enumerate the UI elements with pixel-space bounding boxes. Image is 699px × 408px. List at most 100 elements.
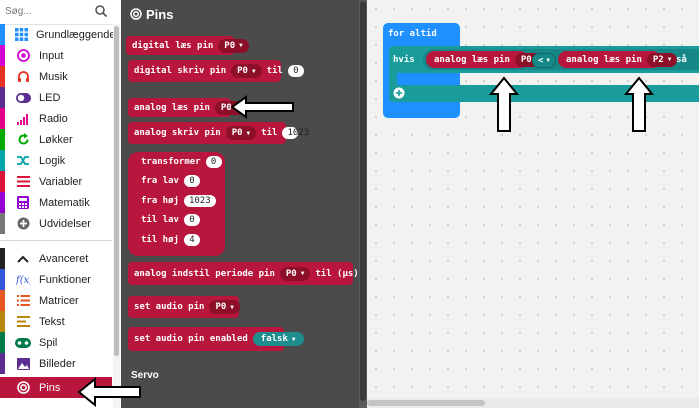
- category-math[interactable]: Matematik: [0, 192, 112, 213]
- category-arrays[interactable]: Matricer: [0, 290, 112, 311]
- category-label: Avanceret: [39, 252, 89, 265]
- block-label: digital læs pin: [132, 40, 214, 51]
- value-input[interactable]: 0: [183, 214, 200, 226]
- category-music[interactable]: Musik: [0, 66, 112, 87]
- category-basic[interactable]: Grundlæggende: [0, 24, 116, 45]
- category-led[interactable]: LED: [0, 87, 112, 108]
- block-label: set audio pin enabled: [134, 334, 248, 344]
- text-icon: [15, 314, 31, 330]
- plus-circle-icon: [15, 216, 31, 232]
- category-game[interactable]: Spil: [0, 332, 112, 353]
- category-input[interactable]: Input: [0, 45, 112, 66]
- then-label: så: [676, 55, 687, 65]
- headphones-icon: [15, 69, 31, 85]
- scrollbar-thumb[interactable]: [114, 26, 119, 356]
- block-digital-write[interactable]: digital skriv pin P0 til 0: [128, 60, 304, 82]
- to-label: til: [266, 66, 283, 76]
- loop-arrow-icon: [15, 132, 31, 148]
- pin-dropdown[interactable]: P2: [646, 52, 678, 67]
- boolean-dropdown[interactable]: falsk: [252, 332, 304, 346]
- category-text[interactable]: Tekst: [0, 311, 112, 332]
- shuffle-icon: [15, 153, 31, 169]
- category-radio[interactable]: Radio: [0, 108, 112, 129]
- block-set-audio-pin[interactable]: set audio pin P0: [128, 296, 240, 318]
- category-label: Input: [39, 49, 64, 62]
- pin-dropdown[interactable]: P0: [231, 64, 262, 78]
- value-input[interactable]: 1023: [282, 127, 309, 139]
- annotation-arrow-left-icon: [77, 377, 141, 407]
- block-label: analog skriv pin: [134, 128, 221, 138]
- block-digital-read[interactable]: digital læs pin P0: [126, 36, 249, 55]
- block-set-audio-enabled[interactable]: set audio pin enabled falsk: [128, 327, 304, 351]
- row-label: fra lav: [141, 176, 179, 186]
- toggle-icon: [15, 90, 31, 106]
- category-extensions[interactable]: Udvidelser: [0, 213, 112, 234]
- value-input[interactable]: 1023: [183, 195, 216, 207]
- calculator-icon: [15, 195, 31, 211]
- value-input[interactable]: 0: [183, 175, 200, 187]
- annotation-arrow-up-icon: [489, 76, 519, 132]
- pin-dropdown[interactable]: P0: [279, 266, 311, 281]
- block-analog-set-period[interactable]: analog indstil periode pin P0 til (µs) 2…: [128, 262, 396, 285]
- block-analog-read-right[interactable]: analog læs pin P2: [558, 51, 678, 68]
- divider: [0, 240, 112, 241]
- map-row-transform: transformer 0: [141, 156, 227, 168]
- category-label: Matematik: [39, 196, 90, 209]
- sidebar-scrollbar[interactable]: [113, 24, 120, 408]
- block-label: set audio pin: [134, 302, 205, 312]
- category-label: Spil: [39, 336, 58, 349]
- category-label: Matricer: [39, 294, 79, 307]
- search-icon[interactable]: [94, 4, 108, 18]
- scrollbar-thumb[interactable]: [360, 1, 366, 401]
- scrollbar-thumb[interactable]: [367, 400, 485, 406]
- value-input[interactable]: 0: [287, 65, 304, 77]
- toolbox-sidebar: Grundlæggende Input Musik LED Radio Løkk…: [0, 0, 122, 408]
- value-input[interactable]: 0: [205, 156, 222, 168]
- category-label: Løkker: [39, 133, 73, 146]
- category-logic[interactable]: Logik: [0, 150, 112, 171]
- pin-dropdown[interactable]: P0: [209, 300, 240, 314]
- block-label: analog indstil periode pin: [134, 268, 275, 279]
- circle-dot-icon: [15, 48, 31, 64]
- value-input[interactable]: 4: [183, 234, 200, 246]
- grid-icon: [15, 27, 28, 43]
- target-icon: [130, 8, 142, 20]
- block-label: analog læs pin: [134, 102, 210, 113]
- search-input[interactable]: [5, 3, 87, 19]
- flyout-scrollbar[interactable]: [359, 0, 367, 408]
- category-label: Billeder: [39, 357, 76, 370]
- category-loops[interactable]: Løkker: [0, 129, 112, 150]
- block-label: analog læs pin: [566, 54, 642, 65]
- category-label: Musik: [39, 70, 68, 83]
- category-images[interactable]: Billeder: [0, 353, 112, 374]
- image-icon: [15, 356, 31, 372]
- servo-section-label: Servo: [131, 370, 159, 381]
- if-label: hvis: [393, 55, 415, 65]
- target-icon: [15, 380, 31, 396]
- block-analog-write[interactable]: analog skriv pin P0 til 1023: [128, 122, 309, 144]
- category-label: LED: [39, 91, 61, 104]
- workspace-scrollbar[interactable]: [367, 398, 699, 408]
- map-row-from-high: fra høj 1023: [141, 195, 221, 207]
- operator-dropdown[interactable]: <: [532, 53, 556, 68]
- flyout-title: Pins: [146, 7, 174, 22]
- row-label: til lav: [141, 215, 179, 225]
- signal-bars-icon: [15, 111, 31, 127]
- block-analog-read-left[interactable]: analog læs pin P0: [426, 51, 546, 68]
- map-row-to-low: til lav 0: [141, 214, 205, 226]
- plus-circle-icon[interactable]: [393, 87, 405, 99]
- category-label: Pins: [39, 381, 61, 394]
- pin-dropdown[interactable]: P0: [218, 38, 249, 53]
- svg-text:f(x): f(x): [16, 275, 30, 286]
- function-icon: f(x): [15, 272, 31, 288]
- row-label: til høj: [141, 235, 179, 245]
- row-label: transformer: [141, 157, 201, 167]
- category-functions[interactable]: f(x) Funktioner: [0, 269, 112, 290]
- block-analog-read[interactable]: analog læs pin P0: [128, 98, 246, 117]
- category-label: Logik: [39, 154, 66, 167]
- chevron-up-icon: [15, 251, 31, 267]
- category-variables[interactable]: Variabler: [0, 171, 112, 192]
- category-advanced[interactable]: Avanceret: [0, 248, 112, 269]
- pin-dropdown[interactable]: P0: [225, 126, 257, 140]
- list-icon: [15, 293, 31, 309]
